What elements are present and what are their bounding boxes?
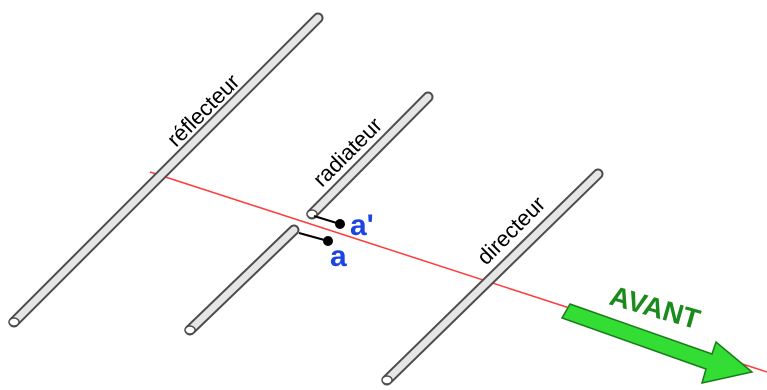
radiator-lower-element <box>184 224 300 336</box>
forward-arrow <box>560 303 754 385</box>
director-element <box>381 168 604 386</box>
feed-point-lower-label: a <box>330 240 347 273</box>
reflector-element <box>8 12 324 328</box>
feed-point-lower-marker <box>298 232 333 246</box>
feed-point-upper-marker <box>313 215 345 229</box>
feed-point-upper-label: a' <box>350 209 374 242</box>
